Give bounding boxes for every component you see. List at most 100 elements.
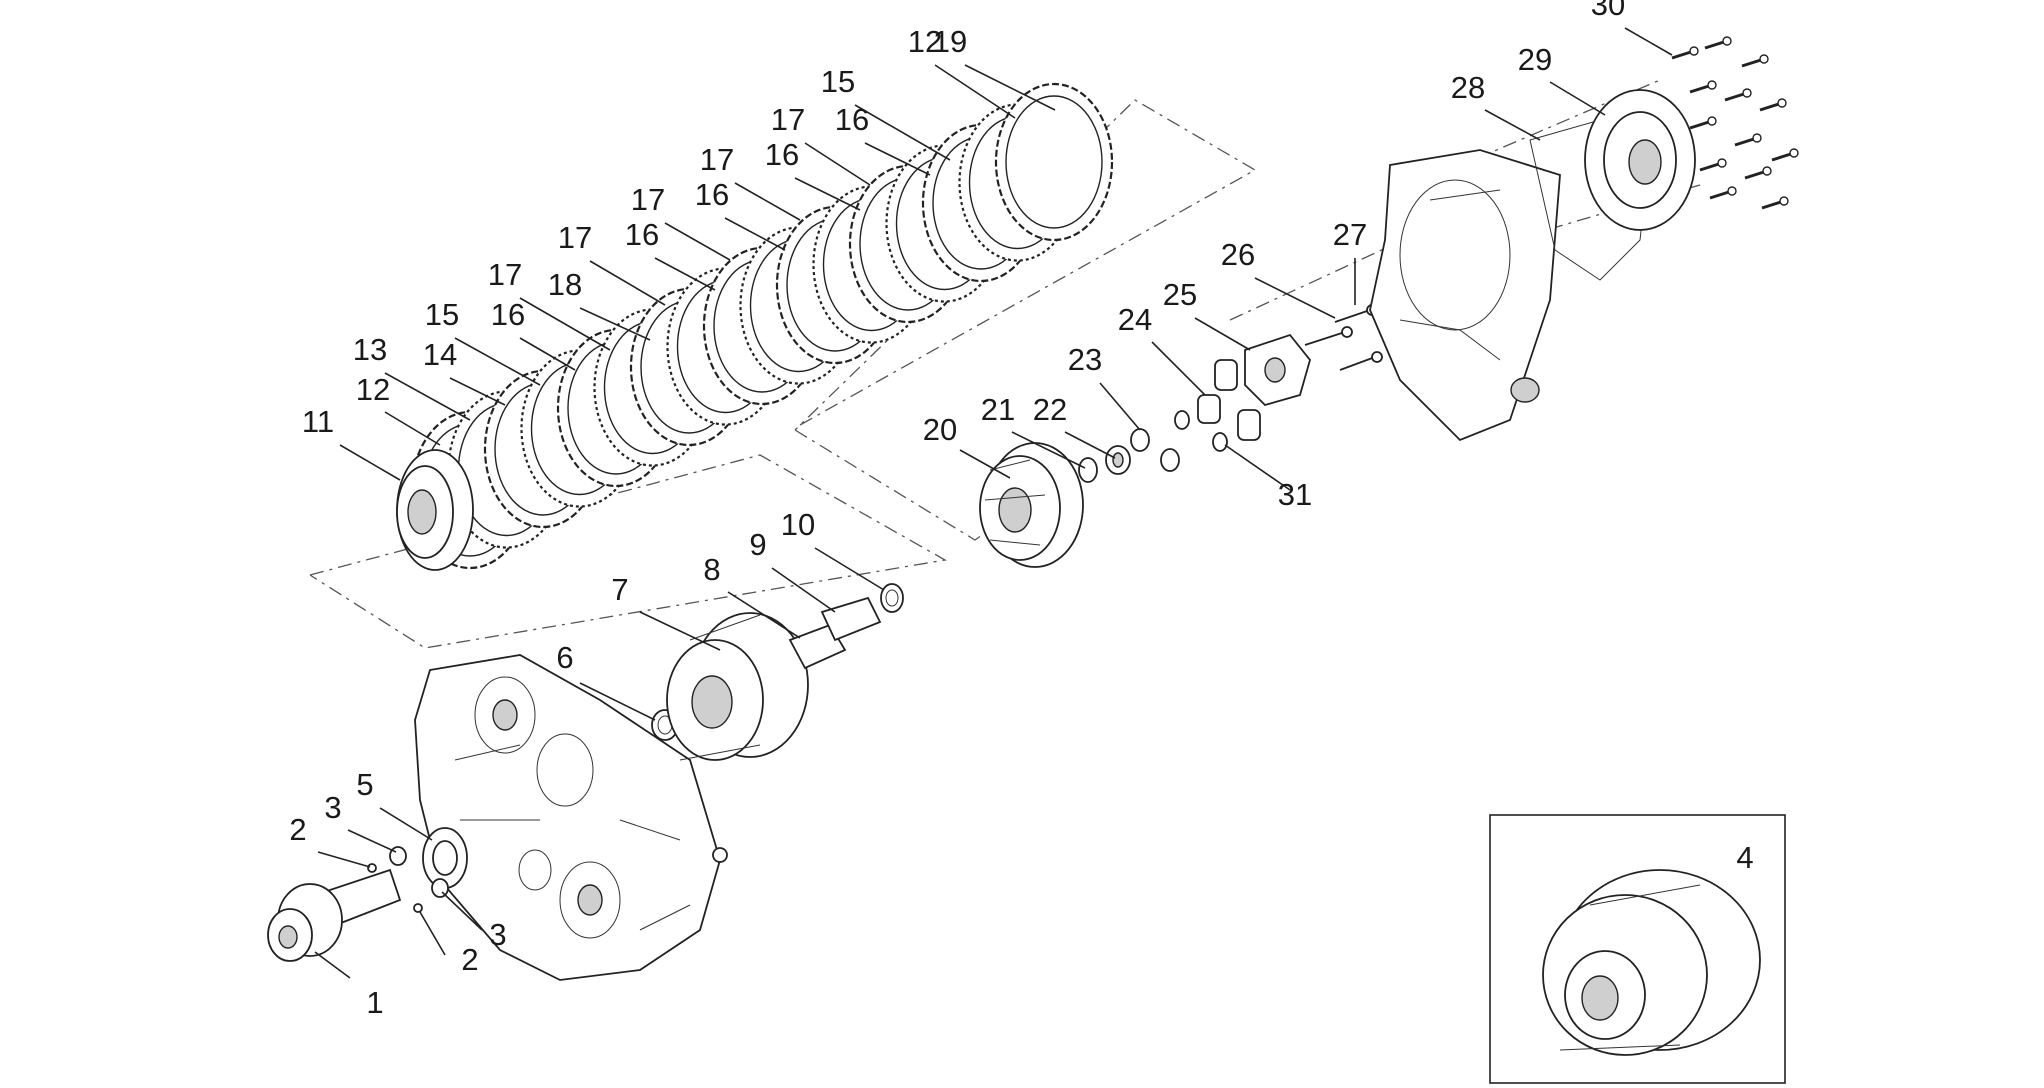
part-11-pressure-plate — [396, 449, 474, 571]
part-1-output-shaft — [267, 868, 402, 962]
leader-line — [724, 217, 786, 251]
callout-label: 12 — [356, 372, 390, 407]
leader-line — [317, 851, 371, 868]
callout-label: 17 — [631, 182, 665, 217]
leader-line — [1194, 317, 1251, 351]
leader-line — [454, 337, 541, 386]
leader-line — [314, 951, 351, 979]
callout-label: 2 — [289, 812, 306, 847]
leader-line — [419, 911, 446, 956]
leader-line — [519, 297, 611, 351]
part-20-clutch-basket — [979, 442, 1084, 568]
leader-line — [934, 64, 1016, 119]
callout-label: 25 — [1163, 277, 1197, 312]
callout-label: 15 — [821, 64, 855, 99]
small-parts-21-25 — [1078, 333, 1311, 483]
callout-label: 17 — [488, 257, 522, 292]
leader-line — [959, 449, 1011, 479]
leader-line — [794, 177, 861, 211]
leader-line — [519, 337, 576, 371]
leader-line — [1484, 109, 1541, 141]
callout-label: 17 — [771, 102, 805, 137]
leader-line — [339, 444, 401, 481]
callout-label: 28 — [1451, 70, 1485, 105]
callout-label: 22 — [1033, 392, 1067, 427]
callout-label: 1 — [366, 985, 383, 1020]
leader-line — [1151, 341, 1206, 396]
callout-label: 20 — [923, 412, 957, 447]
leader-line — [664, 222, 731, 261]
callout-leaders — [314, 27, 1673, 979]
leader-line — [964, 64, 1056, 111]
callout-label: 8 — [703, 552, 720, 587]
callout-label: 10 — [781, 507, 815, 542]
part-7-clutch-drum — [666, 612, 809, 761]
leader-line — [384, 411, 441, 446]
callout-label: 4 — [1736, 840, 1753, 875]
leader-line — [379, 807, 433, 841]
callout-label: 6 — [556, 640, 573, 675]
callout-label: 5 — [356, 767, 373, 802]
callout-label: 16 — [765, 137, 799, 172]
callout-label: 24 — [1118, 302, 1152, 337]
callout-label: 29 — [1518, 42, 1552, 77]
callout-label: 16 — [835, 102, 869, 137]
leader-line — [384, 372, 471, 421]
leader-line — [1549, 81, 1606, 116]
leader-line — [1254, 277, 1336, 319]
crankcase-half — [414, 654, 728, 981]
callout-label: 18 — [548, 267, 582, 302]
leader-line — [449, 377, 506, 406]
callout-label: 12 — [908, 24, 942, 59]
part-27-side-cover — [1369, 149, 1561, 442]
callout-label: 3 — [489, 917, 506, 952]
part-30-screws — [1671, 36, 1799, 210]
callout-label: 30 — [1591, 0, 1625, 22]
leader-line — [734, 182, 801, 221]
callout-label: 16 — [695, 177, 729, 212]
callout-label: 16 — [625, 217, 659, 252]
part-29-clutch-cover — [1584, 89, 1696, 231]
inset-part-4 — [1489, 814, 1786, 1084]
callout-label: 13 — [353, 332, 387, 367]
callout-label: 17 — [700, 142, 734, 177]
callout-label: 15 — [425, 297, 459, 332]
callout-label: 2 — [461, 942, 478, 977]
leader-line — [589, 260, 666, 306]
leader-line — [347, 829, 397, 853]
leader-line — [1224, 444, 1291, 491]
clutch-plate — [994, 82, 1114, 242]
leader-line — [1624, 27, 1673, 56]
callout-label: 19 — [933, 24, 967, 59]
leader-line — [804, 142, 871, 186]
part-26-bolts — [1304, 304, 1383, 371]
leader-line — [639, 611, 721, 651]
leader-line — [864, 142, 931, 176]
leader-line — [579, 682, 656, 721]
leader-line — [1099, 382, 1141, 431]
callout-label: 11 — [302, 404, 334, 439]
callout-label: 26 — [1221, 237, 1255, 272]
callout-label: 23 — [1068, 342, 1102, 377]
leader-line — [771, 567, 836, 613]
leader-line — [1064, 431, 1116, 459]
callout-label: 14 — [423, 337, 457, 372]
callout-label: 17 — [558, 220, 592, 255]
callout-label: 9 — [749, 527, 766, 562]
callout-label: 31 — [1278, 477, 1312, 512]
callout-label: 7 — [611, 572, 628, 607]
leader-line — [654, 257, 716, 291]
callout-label: 16 — [491, 297, 525, 332]
clutch-plate-stack — [410, 82, 1114, 570]
leader-line — [814, 547, 885, 591]
callout-label: 27 — [1333, 217, 1367, 252]
leader-line — [854, 104, 951, 161]
leader-line — [579, 307, 651, 341]
callout-label: 3 — [324, 790, 341, 825]
leader-line — [1011, 431, 1086, 469]
callout-label: 21 — [981, 392, 1015, 427]
leader-line — [441, 891, 483, 931]
